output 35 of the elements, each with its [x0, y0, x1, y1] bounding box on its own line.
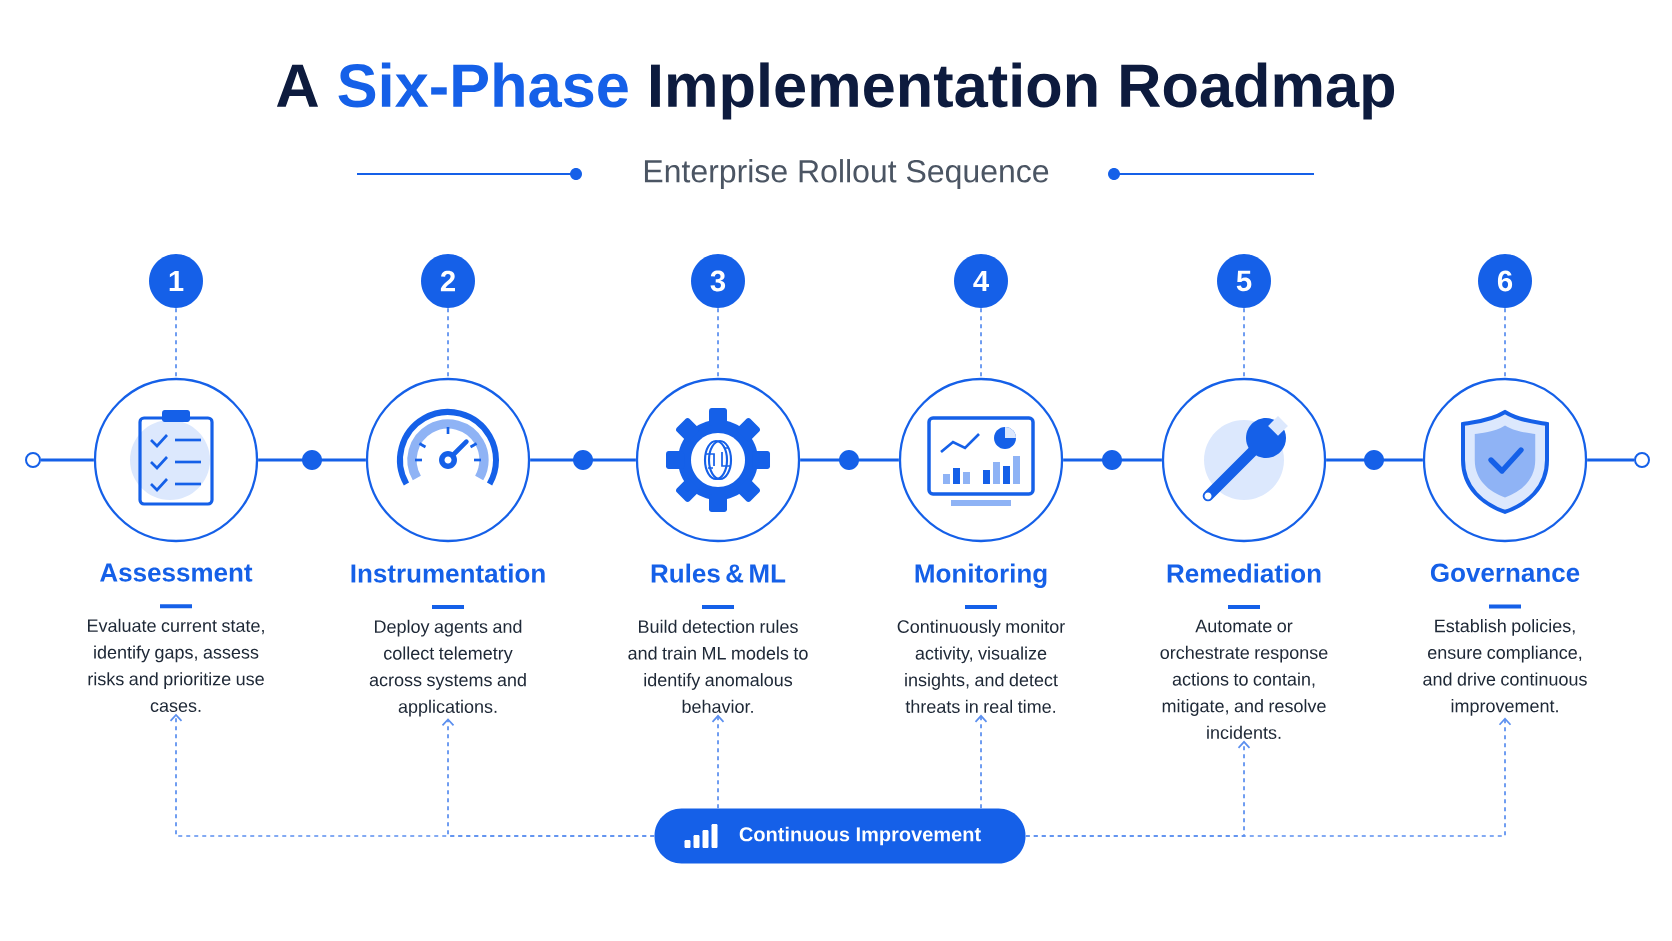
connector [1024, 717, 1512, 837]
timeline-end-marker [1634, 452, 1650, 468]
phase-description: Governance Establish policies, ensure compliance, and drive continuous improvement. [1423, 563, 1587, 716]
icon-circle [898, 377, 1064, 543]
connector [1063, 458, 1162, 462]
step-number-badge: 3 [691, 254, 745, 308]
step-number-badge: 1 [149, 254, 203, 308]
connector [447, 307, 449, 379]
icon-circle [365, 377, 531, 543]
step-number-badge: 6 [1478, 254, 1532, 308]
improvement-pill: Continuous Improvement [654, 808, 1026, 864]
phase-description: Instrumentation Deploy agents and collect telemetry across systems and applications. [351, 563, 545, 717]
connector [441, 718, 656, 837]
connector [800, 458, 899, 462]
connector [974, 714, 988, 810]
phase-description: Monitoring Continuously monitor activity, visualize insights, and detect threats in real time. [897, 563, 1065, 713]
connector [980, 307, 982, 379]
connector [258, 458, 366, 462]
subtitle: Enterprise Rollout Sequence [644, 159, 1049, 189]
step-number-badge: 4 [954, 254, 1008, 308]
step-number-badge: 5 [1217, 254, 1271, 308]
step-number-badge: 2 [421, 254, 475, 308]
connector [1243, 307, 1245, 379]
phase-description: Rules & ML Build detection rules and train ML models to identify anomalous behavior. [628, 563, 808, 713]
phase-description: Remediation Automate or orchestrate response actions to contain, mitigate, and resolve incidents. [1160, 563, 1328, 739]
connector [1504, 307, 1506, 379]
phase-description: Assessment Evaluate current state, identify gaps, assess risks and prioritize use cases. [88, 563, 264, 713]
connector [175, 307, 177, 379]
connector [530, 458, 636, 462]
connector [41, 458, 94, 462]
connector [1587, 458, 1634, 462]
title: A Six-Phase Implementation Roadmap [276, 62, 1395, 120]
connector [1326, 458, 1423, 462]
connector [711, 714, 725, 810]
connector [717, 307, 719, 379]
